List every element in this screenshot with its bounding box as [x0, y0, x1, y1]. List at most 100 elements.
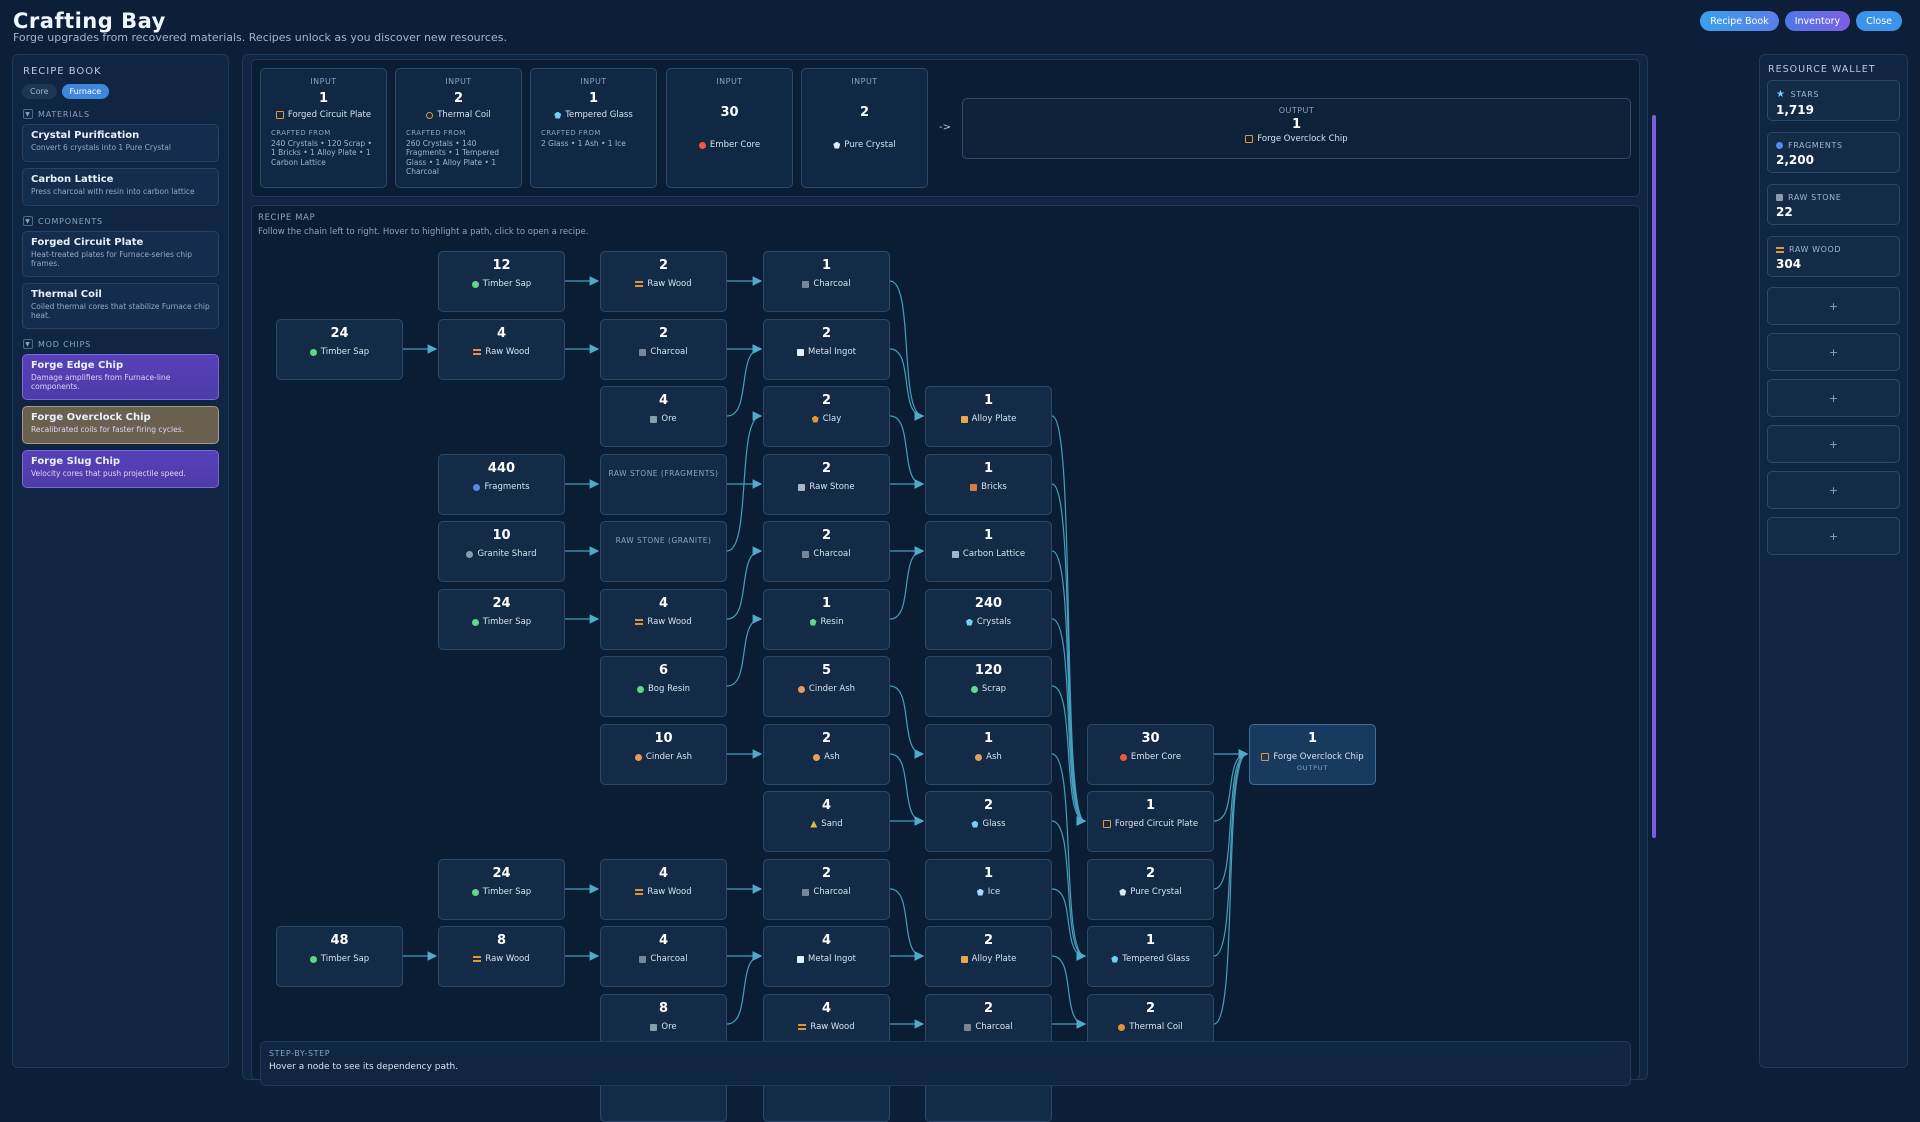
input-qty: 1 [588, 91, 599, 106]
node-name-text: Pure Crystal [1130, 887, 1182, 897]
node-name: Charcoal [764, 279, 889, 289]
clay-icon [811, 415, 819, 423]
node-name: Timber Sap [277, 347, 402, 357]
tab-core[interactable]: Core [22, 84, 57, 99]
close-button[interactable]: Close [1856, 11, 1902, 31]
empty-wallet-slot[interactable]: + [1767, 333, 1900, 371]
section-components[interactable]: ▼COMPONENTS [23, 216, 228, 226]
ember-icon [698, 141, 706, 149]
section-materials[interactable]: ▼MATERIALS [23, 109, 228, 119]
input-slot[interactable]: INPUT 1 Tempered Glass CRAFTED FROM 2 Gl… [530, 68, 657, 188]
section-mod-chips[interactable]: ▼MOD CHIPS [23, 339, 228, 349]
node-qty: 1 [1145, 933, 1156, 948]
input-qty: 1 [318, 91, 329, 106]
empty-wallet-slot[interactable]: + [1767, 379, 1900, 417]
node-name: Timber Sap [439, 617, 564, 627]
input-slot[interactable]: INPUT 2 Pure Crystal [801, 68, 928, 188]
node-qty: 2 [658, 258, 669, 273]
recipe-name: Thermal Coil [31, 289, 102, 300]
empty-wallet-slot[interactable]: + [1767, 287, 1900, 325]
recipe-book-button[interactable]: Recipe Book [1700, 11, 1779, 31]
node-name-text: Clay [822, 414, 842, 424]
input-qty: 2 [859, 105, 870, 120]
wallet-key-text: STARS [1790, 90, 1820, 99]
node-qty: 2 [658, 326, 669, 341]
input-slot[interactable]: INPUT 30 Ember Core [666, 68, 793, 188]
input-label: INPUT [310, 77, 337, 86]
node-name: Granite Shard [439, 549, 564, 559]
ingot-icon [797, 348, 804, 356]
recipe-node-raw-stone-gran[interactable]: RAW STONE (GRANITE) [600, 521, 727, 582]
input-slot[interactable]: INPUT 1 Forged Circuit Plate CRAFTED FRO… [260, 68, 387, 188]
input-slot[interactable]: INPUT 2 Thermal Coil CRAFTED FROM 260 Cr… [395, 68, 522, 188]
recipe-node-raw-stone-frag[interactable]: RAW STONE (FRAGMENTS) [600, 454, 727, 515]
node-qty: 440 [487, 461, 516, 476]
empty-wallet-slot[interactable]: + [1767, 517, 1900, 555]
node-qty: 24 [492, 866, 511, 881]
section-label: MOD CHIPS [38, 339, 91, 349]
scrollbar-thumb[interactable] [1652, 115, 1656, 838]
node-name-text: Tempered Glass [1122, 954, 1190, 964]
empty-wallet-slot[interactable]: + [1767, 471, 1900, 509]
resin-icon [809, 618, 817, 626]
sap-icon [309, 348, 317, 356]
node-name-text: Raw Wood [647, 617, 692, 627]
wallet-value: 2,200 [1776, 153, 1814, 167]
node-name-text: Cinder Ash [808, 684, 856, 694]
tab-furnace[interactable]: Furnace [61, 84, 110, 99]
output-slot[interactable]: OUTPUT 1 Forge Overclock Chip [962, 98, 1631, 159]
inventory-button[interactable]: Inventory [1784, 11, 1851, 31]
empty-wallet-slot[interactable]: + [1767, 425, 1900, 463]
